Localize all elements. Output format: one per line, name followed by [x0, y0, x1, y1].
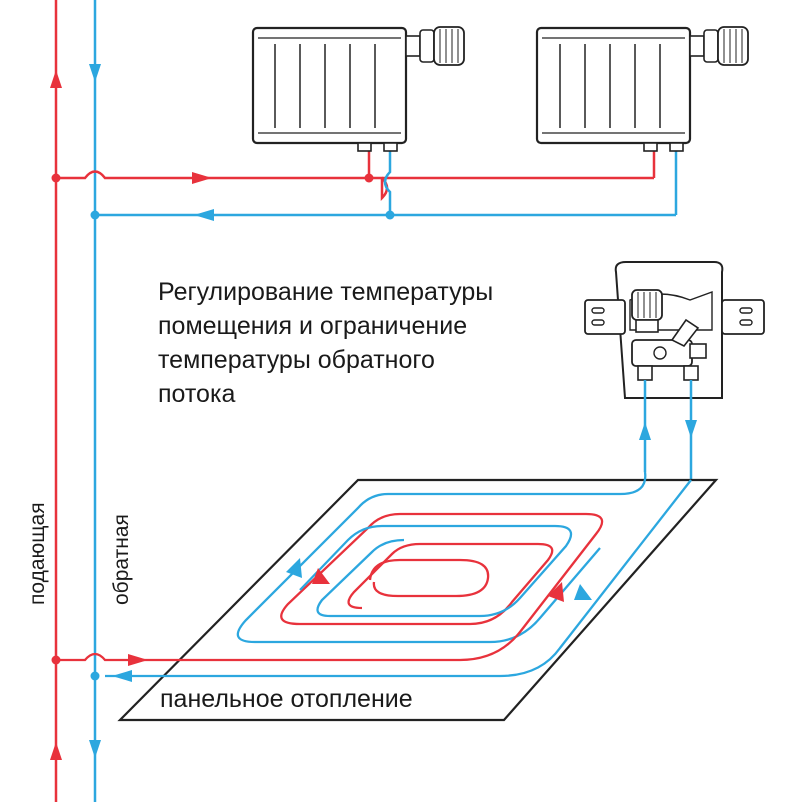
flow-arrow-icon — [112, 670, 132, 682]
return-riser-label: обратная — [110, 514, 133, 605]
flow-arrow-icon — [192, 172, 212, 184]
flow-arrow-icon — [89, 64, 101, 82]
thermostatic-valve-icon — [689, 26, 749, 66]
flow-arrow-icon — [128, 654, 148, 666]
flow-arrow-icon — [50, 70, 62, 88]
radiator-return-pipe — [90, 148, 678, 221]
caption-line-3: температуры обратного — [158, 346, 435, 374]
supply-riser-label: подающая — [26, 502, 49, 605]
radiator-icon — [251, 26, 408, 152]
flow-arrow-icon — [89, 740, 101, 758]
flow-arrow-icon — [639, 422, 651, 440]
flow-arrow-icon — [574, 584, 592, 600]
flow-arrow-icon — [312, 568, 330, 584]
caption-line-1: Регулирование температуры — [158, 278, 493, 306]
caption: Регулирование температуры помещения и ог… — [158, 278, 493, 408]
return-riser — [89, 0, 101, 802]
return-limiter-box-icon — [584, 261, 765, 399]
flow-arrow-icon — [548, 582, 564, 602]
panel-label: панельное отопление — [160, 685, 413, 713]
caption-line-4: потока — [158, 380, 235, 408]
radiator-icon — [535, 26, 692, 152]
thermostatic-valve-icon — [405, 26, 465, 66]
flow-arrow-icon — [685, 420, 697, 438]
flow-arrow-icon — [286, 558, 302, 578]
flow-arrow-icon — [194, 209, 214, 221]
caption-line-2: помещения и ограничение — [158, 312, 467, 340]
flow-arrow-icon — [50, 742, 62, 760]
radiator-supply-pipe — [51, 148, 656, 202]
supply-riser — [50, 0, 62, 802]
floor-heating-panel-icon — [51, 471, 719, 722]
limiter-pipes — [639, 380, 697, 480]
